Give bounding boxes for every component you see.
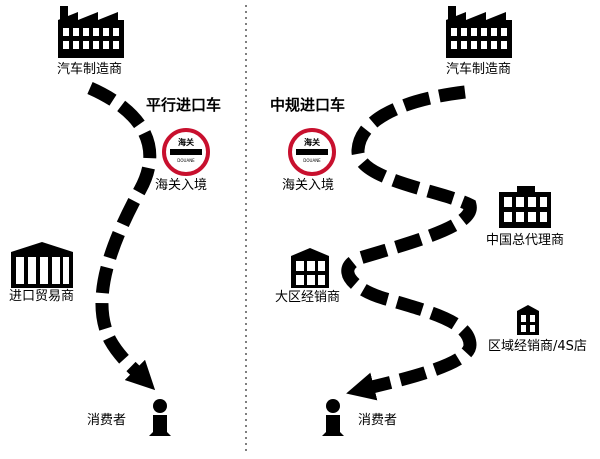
building-icon — [11, 242, 73, 288]
factory-icon — [446, 6, 512, 58]
right-agent-label: 中国总代理商 — [486, 233, 565, 248]
left-consumer-label: 消费者 — [87, 413, 127, 428]
left-flow-path — [87, 82, 157, 391]
consumer-icon — [322, 399, 344, 436]
right-flow-path — [341, 85, 477, 401]
right-customs-label: 海关入境 — [282, 178, 335, 193]
left-manufacturer-label: 汽车制造商 — [57, 62, 123, 77]
building-icon — [291, 248, 329, 288]
factory-icon — [58, 6, 124, 58]
building-icon — [517, 305, 539, 335]
sign-bottom-text: DOUANE — [177, 158, 195, 163]
left-customs-label: 海关入境 — [155, 178, 208, 193]
right-manufacturer-label: 汽车制造商 — [446, 62, 512, 77]
customs-sign-icon: 海关 DOUANE — [162, 128, 210, 176]
right-dealer-label: 区域经销商/4S店 — [488, 339, 587, 354]
customs-sign-icon: 海关 DOUANE — [288, 128, 336, 176]
sign-top-text: 海关 — [178, 137, 194, 147]
sign-bottom-text: DOUANE — [303, 158, 321, 163]
sign-top-text: 海关 — [304, 137, 320, 147]
left-panel-title: 平行进口车 — [146, 96, 222, 114]
left-trader-label: 进口贸易商 — [9, 289, 75, 304]
consumer-icon — [149, 399, 171, 436]
right-consumer-label: 消费者 — [358, 413, 398, 428]
building-icon — [499, 186, 551, 228]
right-regional-label: 大区经销商 — [275, 290, 341, 305]
right-panel-title: 中规进口车 — [270, 96, 346, 114]
